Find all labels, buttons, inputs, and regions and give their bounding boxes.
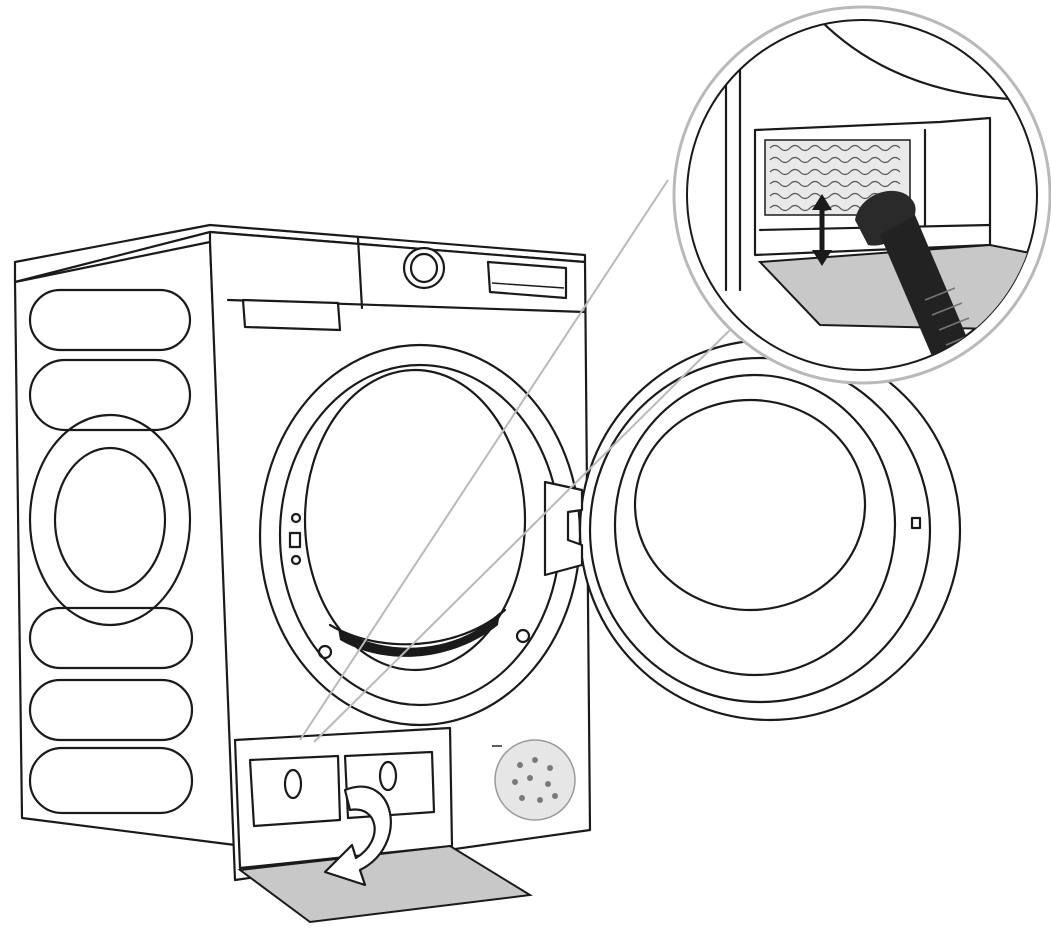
filter-tray: [757, 243, 1037, 332]
up-down-arrow: [812, 194, 832, 266]
drum-opening: [258, 343, 582, 727]
filter-compartment: [233, 726, 576, 924]
rotate-arrow: [323, 785, 392, 887]
open-door: [543, 338, 962, 722]
magnifier-circle: [672, 5, 1051, 385]
side-ribs: [28, 288, 194, 815]
